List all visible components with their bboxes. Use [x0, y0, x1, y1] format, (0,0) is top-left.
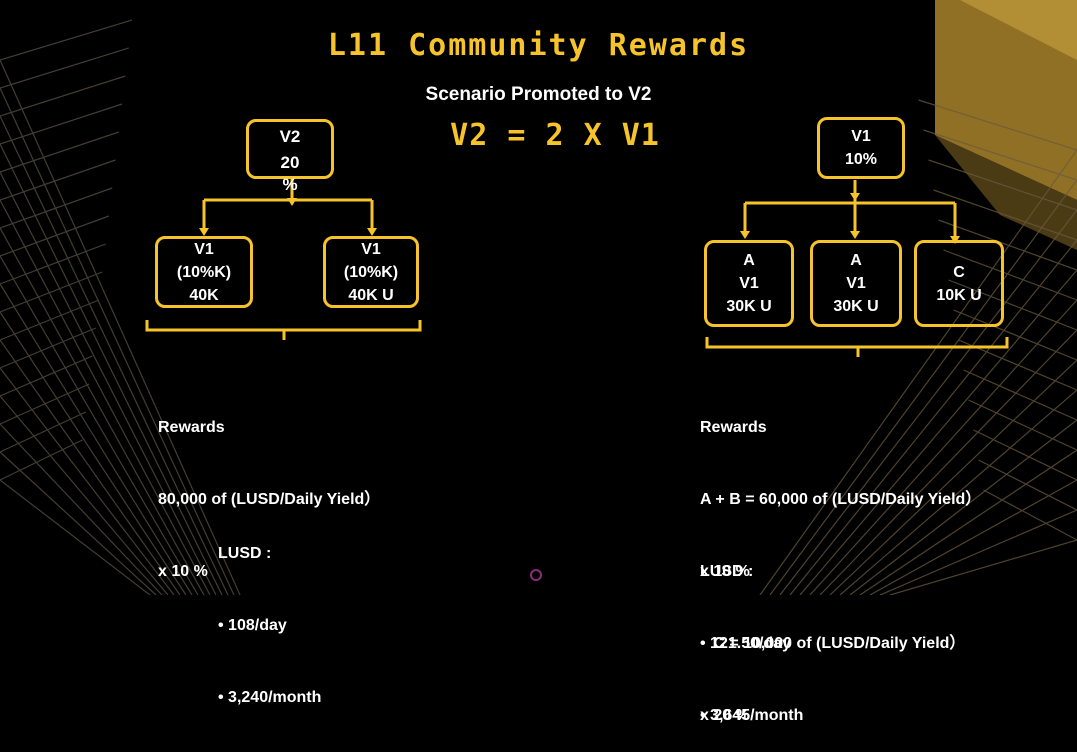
gold-panel-decoration	[935, 0, 1077, 250]
lusd-bullet: • 3,240/month	[218, 689, 322, 706]
decorative-line	[0, 215, 199, 595]
decorative-line	[0, 271, 187, 595]
right-child-box-c: C 10K U	[914, 240, 1004, 327]
right-lusd-block: LUSD : • 121.50/day • 3,645/month	[700, 512, 803, 752]
right-child-box-a1: A V1 30K U	[704, 240, 794, 327]
decorative-lines-right	[759, 99, 1077, 595]
lusd-bullet: • 121.50/day	[700, 635, 791, 652]
left-arrow-b	[367, 228, 377, 236]
rewards-line: A + B = 60,000 of (LUSD/Daily Yield）	[700, 491, 982, 508]
page-title: L11 Community Rewards	[327, 28, 750, 63]
left-child-box-2: V1 (10%K) 40K U	[323, 236, 419, 308]
decorative-line	[0, 75, 229, 595]
left-rewards-block: Rewards 80,000 of (LUSD/Daily Yield） x 1…	[158, 368, 380, 608]
decorative-line	[0, 383, 163, 595]
box-line: (10%K)	[176, 263, 232, 281]
box-line: (10%K)	[343, 263, 399, 281]
right-arrow-a	[740, 231, 750, 239]
rewards-line: x 10 %	[158, 563, 208, 580]
box-line: 20	[280, 153, 300, 172]
lusd-bullet: • 108/day	[218, 617, 287, 634]
box-line: V1	[846, 275, 866, 292]
box-line: A	[743, 252, 755, 269]
decorative-line	[879, 459, 1077, 595]
box-line: V1	[194, 240, 214, 258]
right-top-box-v1: V1 10%	[817, 117, 905, 179]
decorative-line	[789, 189, 1077, 595]
decorative-line	[819, 279, 1077, 595]
box-line: %	[282, 175, 298, 194]
decorative-line	[799, 219, 1077, 595]
decorative-line	[809, 249, 1077, 595]
decorative-line	[0, 439, 151, 595]
rewards-line: x 10 %	[700, 563, 750, 580]
left-arrow-center	[287, 198, 297, 206]
box-line: C	[953, 263, 965, 281]
decorative-line	[0, 411, 157, 595]
rewards-heading: Rewards	[700, 419, 767, 436]
decorative-line	[0, 19, 241, 595]
box-line: V2	[279, 127, 301, 146]
box-line: 10K U	[936, 286, 982, 304]
left-lusd-block: LUSD : • 108/day • 3,240/month	[218, 494, 321, 734]
diagram-connectors	[145, 178, 1009, 357]
decorative-line	[0, 103, 223, 595]
decorative-line	[0, 327, 175, 595]
right-arrow-top	[850, 193, 860, 201]
right-brace	[705, 337, 1009, 357]
right-arrow-b	[850, 231, 860, 239]
decorative-line	[869, 429, 1077, 595]
left-top-box-v2: V2 20 %	[246, 119, 334, 194]
scenario-subtitle: Scenario Promoted to V2	[425, 84, 652, 105]
decorative-line	[829, 309, 1077, 595]
lusd-bullet: • 3,645/month	[700, 707, 804, 724]
lusd-heading: LUSD :	[700, 563, 754, 580]
box-line: 40K	[189, 286, 219, 304]
rewards-heading: Rewards	[158, 419, 225, 436]
decorative-line	[769, 129, 1077, 595]
decorative-line	[859, 399, 1077, 595]
decorative-line	[849, 369, 1077, 595]
box-line: 10%	[844, 151, 878, 168]
box-line: 30K U	[726, 298, 772, 315]
decorative-line	[0, 355, 169, 595]
left-arrow-a	[199, 228, 209, 236]
right-child-box-a2: A V1 30K U	[810, 240, 902, 327]
box-line: V1	[361, 240, 381, 258]
decorative-line	[889, 489, 1077, 595]
box-line: V1	[851, 128, 871, 145]
box-line: 40K U	[348, 286, 394, 304]
rewards-line: 80,000 of (LUSD/Daily Yield）	[158, 491, 381, 508]
box-line: A	[850, 252, 862, 269]
box-line: V1	[739, 275, 759, 292]
decorative-line	[0, 243, 193, 595]
left-child-box-1: V1 (10%K) 40K	[155, 236, 253, 308]
pointer-dot	[530, 569, 542, 581]
decorative-background	[0, 0, 1077, 595]
left-tree-connector	[202, 178, 374, 230]
decorative-lines-left	[0, 19, 241, 595]
decorative-line	[0, 159, 211, 595]
left-brace	[145, 320, 422, 340]
right-tree-connector	[743, 180, 957, 236]
formula-text: V2 = 2 X V1	[450, 118, 660, 153]
box-line: 30K U	[833, 298, 879, 315]
lusd-heading: LUSD :	[218, 545, 272, 562]
decorative-line	[0, 47, 235, 595]
decorative-line	[779, 159, 1077, 595]
decorative-line	[759, 99, 1077, 595]
decorative-line	[0, 187, 205, 595]
